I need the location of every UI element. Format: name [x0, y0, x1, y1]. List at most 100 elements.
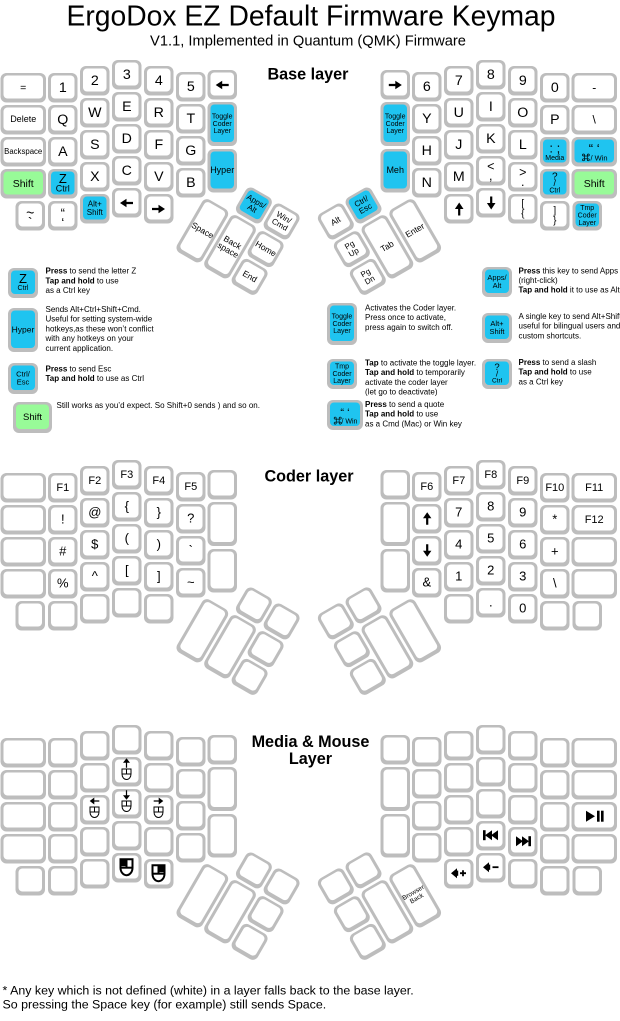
svg-text:\: \: [553, 576, 557, 591]
svg-text:0: 0: [519, 601, 526, 616]
svg-text:Ctrl: Ctrl: [549, 188, 560, 195]
svg-text:1: 1: [59, 80, 67, 96]
svg-text:F9: F9: [516, 475, 529, 487]
svg-text:Hyper: Hyper: [12, 324, 35, 334]
svg-text:F6: F6: [420, 481, 433, 493]
svg-text:Layer: Layer: [213, 128, 231, 135]
svg-text:Press to send Esc: Press to send Esc: [46, 365, 112, 374]
svg-text:Toggle: Toggle: [212, 113, 233, 120]
svg-text:Media & Mouse: Media & Mouse: [252, 733, 370, 751]
svg-text:Useful for setting system-wide: Useful for setting system-wide: [46, 315, 153, 324]
svg-text:Base layer: Base layer: [267, 66, 349, 84]
svg-text:‘: ‘: [61, 215, 64, 230]
svg-text:Sends Alt+Ctrl+Shift+Cmd.: Sends Alt+Ctrl+Shift+Cmd.: [46, 305, 141, 314]
svg-text:Ctrl: Ctrl: [56, 184, 70, 194]
svg-text:Media: Media: [545, 155, 564, 162]
svg-text:B: B: [186, 175, 195, 191]
svg-text:Press to send the letter Z: Press to send the letter Z: [46, 267, 137, 276]
svg-text:Shift: Shift: [23, 412, 42, 423]
svg-text:3: 3: [519, 569, 526, 584]
svg-text:Shift: Shift: [584, 178, 605, 190]
svg-text:&: &: [422, 575, 431, 590]
svg-text:Backspace: Backspace: [4, 147, 42, 156]
svg-text:So pressing the Space key (for: So pressing the Space key (for example) …: [3, 997, 327, 1011]
svg-text:,: ,: [489, 169, 492, 183]
svg-text:Press once to activate,: Press once to activate,: [365, 313, 446, 322]
svg-text:0: 0: [551, 80, 559, 96]
svg-text:Toggle: Toggle: [332, 313, 353, 320]
svg-text:I: I: [489, 99, 493, 115]
svg-text:hotkeys,as these won’t conflic: hotkeys,as these won’t conflict: [46, 324, 155, 333]
svg-text:6: 6: [423, 79, 431, 95]
svg-text:/ Win: / Win: [342, 418, 358, 425]
svg-text:W: W: [88, 105, 102, 121]
svg-text:Toggle: Toggle: [385, 113, 406, 120]
svg-text:Press to send a slash: Press to send a slash: [519, 358, 597, 367]
svg-text:E: E: [122, 99, 131, 115]
svg-text:Shift: Shift: [13, 178, 34, 190]
svg-text:Still works as you’d expect. S: Still works as you’d expect. So Shift+0 …: [57, 401, 260, 410]
svg-text:Tap and hold to use as Ctrl: Tap and hold to use as Ctrl: [46, 374, 145, 383]
svg-text:4: 4: [455, 537, 462, 552]
svg-text:* Any key which is not defined: * Any key which is not defined (white) i…: [3, 983, 414, 997]
svg-text:current application.: current application.: [46, 344, 114, 353]
svg-text:O: O: [517, 105, 528, 121]
svg-text:~: ~: [187, 575, 195, 590]
svg-text:(: (: [125, 531, 130, 546]
svg-text:R: R: [154, 105, 164, 121]
svg-text:=: =: [20, 82, 26, 94]
svg-text:Tap to activate the toggle lay: Tap to activate the toggle layer.: [365, 359, 476, 368]
svg-text:M: M: [453, 169, 465, 185]
svg-text:Coder: Coder: [386, 121, 406, 128]
svg-text:Tap and hold it to use as Alt: Tap and hold it to use as Alt: [519, 286, 620, 295]
svg-text:]: ]: [157, 569, 161, 584]
svg-text:A: A: [58, 144, 68, 160]
svg-text:8: 8: [487, 499, 494, 514]
svg-text:A single key to send Alt+Shift: A single key to send Alt+Shift: [519, 312, 620, 321]
svg-text:H: H: [422, 143, 432, 159]
svg-text:.: .: [489, 595, 493, 610]
svg-text:F7: F7: [452, 475, 465, 487]
svg-text:F2: F2: [88, 475, 101, 487]
svg-text:8: 8: [487, 67, 495, 83]
svg-text:Coder: Coder: [332, 371, 352, 378]
svg-text:Q: Q: [57, 112, 68, 128]
svg-text:P: P: [550, 112, 559, 128]
svg-text:Esc: Esc: [17, 377, 30, 386]
svg-text:!: !: [61, 512, 65, 527]
svg-text:T: T: [186, 111, 195, 127]
svg-text:.: .: [521, 175, 524, 189]
svg-text:5: 5: [187, 79, 195, 95]
svg-text:press again to switch off.: press again to switch off.: [365, 323, 453, 332]
svg-text:Tmp: Tmp: [335, 363, 349, 370]
svg-text:Press to send a quote: Press to send a quote: [365, 400, 445, 409]
svg-text:-: -: [592, 80, 596, 94]
svg-text:6: 6: [519, 537, 526, 552]
svg-text:(right-click): (right-click): [519, 276, 558, 285]
svg-text:J: J: [455, 137, 462, 153]
svg-text:Layer: Layer: [578, 220, 596, 227]
svg-text:+: +: [551, 544, 559, 559]
svg-text:/ Win: / Win: [591, 153, 608, 162]
svg-text:Z: Z: [19, 271, 27, 286]
svg-text:#: #: [59, 544, 67, 559]
svg-text:Tap and hold to use: Tap and hold to use: [365, 410, 439, 419]
svg-text:L: L: [519, 137, 527, 153]
svg-text:Coder: Coder: [332, 321, 352, 328]
svg-text:%: %: [57, 576, 69, 591]
svg-text:U: U: [454, 105, 464, 121]
svg-text:as a Ctrl key: as a Ctrl key: [46, 286, 90, 295]
svg-text:Press this key to send Apps: Press this key to send Apps: [519, 266, 619, 275]
svg-text:}: }: [157, 505, 162, 520]
svg-text:Tap and hold to use: Tap and hold to use: [519, 368, 593, 377]
svg-text:F1: F1: [56, 482, 69, 494]
svg-text:Coder layer: Coder layer: [264, 468, 354, 486]
svg-text:Hyper: Hyper: [210, 165, 234, 175]
svg-text:7: 7: [455, 505, 462, 520]
svg-text:S: S: [90, 137, 99, 153]
svg-text:^: ^: [92, 569, 99, 584]
svg-text:F8: F8: [484, 469, 497, 481]
svg-text:5: 5: [487, 531, 494, 546]
svg-text:useful for bilingual users and: useful for bilingual users and: [519, 322, 620, 331]
svg-text:D: D: [122, 131, 132, 147]
